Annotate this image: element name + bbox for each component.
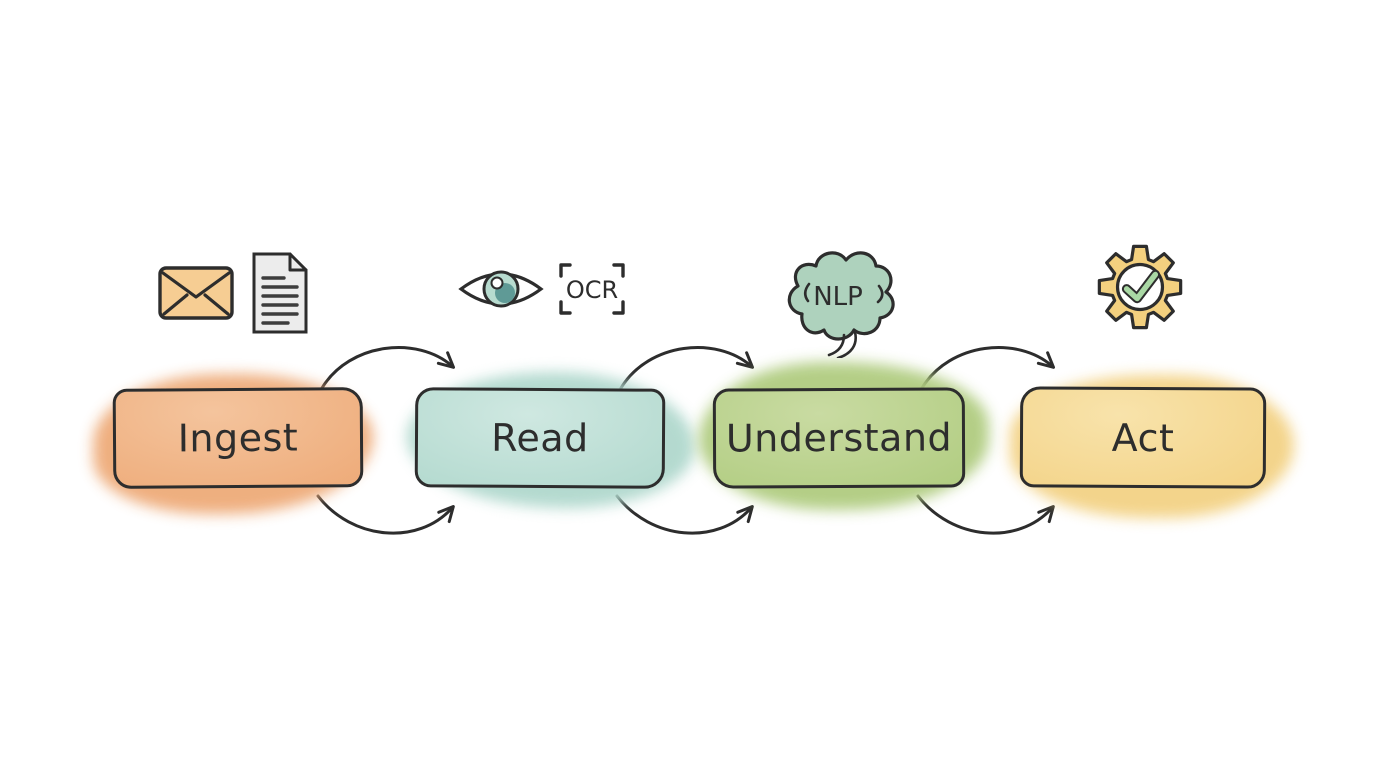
arrow-read-understand-top	[619, 346, 755, 390]
stage-box-read: Read	[414, 387, 666, 489]
stage-read: Read	[406, 371, 696, 509]
ocr-label: OCR	[566, 276, 618, 304]
brain-icon: NLP	[776, 242, 896, 358]
stage-label-act: Act	[1111, 415, 1175, 460]
stage-label-ingest: Ingest	[177, 415, 299, 461]
stage-understand: Understand	[698, 361, 990, 511]
arrow-understand-act-bottom	[916, 494, 1055, 535]
stage-label-understand: Understand	[725, 415, 953, 461]
gear-check-icon	[1096, 241, 1184, 333]
ocr-frame-icon: OCR	[556, 262, 628, 316]
stage-box-understand: Understand	[712, 387, 966, 489]
document-icon	[248, 250, 312, 336]
stage-ingest: Ingest	[92, 373, 374, 516]
stage-box-ingest: Ingest	[112, 387, 364, 489]
eye-icon	[458, 265, 544, 313]
arrow-read-understand-bottom	[615, 494, 754, 535]
stage-act: Act	[1009, 374, 1295, 519]
stage-box-act: Act	[1019, 386, 1267, 489]
arrow-ingest-read-bottom	[316, 494, 455, 535]
nlp-label: NLP	[813, 282, 863, 312]
envelope-icon	[157, 265, 235, 321]
checkmark	[1127, 275, 1156, 299]
arrow-ingest-read-top	[320, 346, 456, 390]
stage-label-read: Read	[491, 415, 589, 461]
